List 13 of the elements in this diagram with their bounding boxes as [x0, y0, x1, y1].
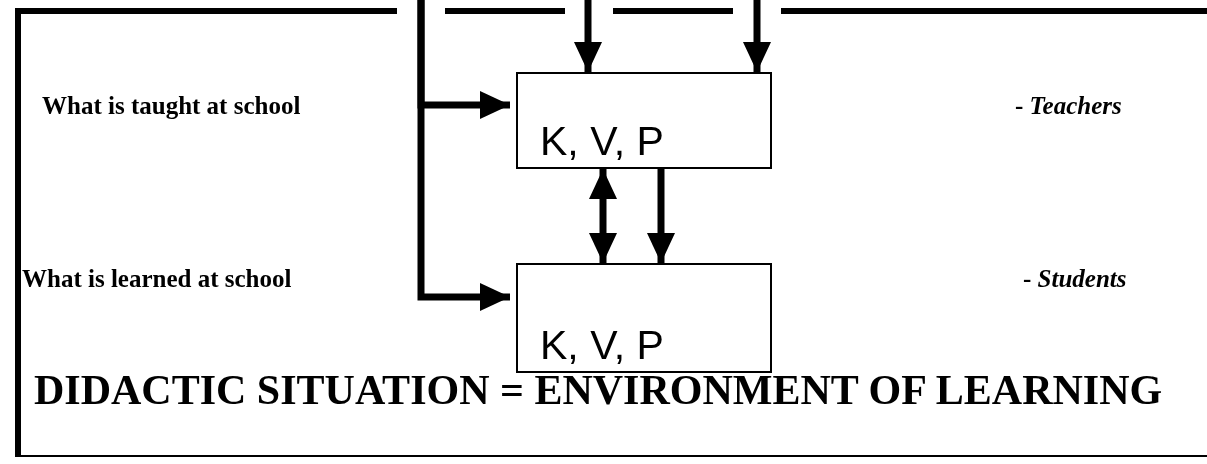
arrow: [743, 0, 771, 72]
role-label: - Students: [1023, 265, 1127, 293]
node-label: K, V, P: [540, 322, 664, 369]
diagram-heading: DIDACTIC SITUATION = ENVIRONMENT OF LEARNING: [34, 366, 1163, 414]
arrow: [589, 169, 617, 263]
arrow: [647, 169, 675, 263]
kvp-box: [516, 263, 772, 373]
role-label: - Teachers: [1015, 92, 1122, 120]
row-label: What is learned at school: [22, 265, 292, 293]
kvp-box: [516, 72, 772, 169]
node-label: K, V, P: [540, 118, 664, 165]
row-label: What is taught at school: [42, 92, 301, 120]
arrow: [574, 0, 602, 72]
